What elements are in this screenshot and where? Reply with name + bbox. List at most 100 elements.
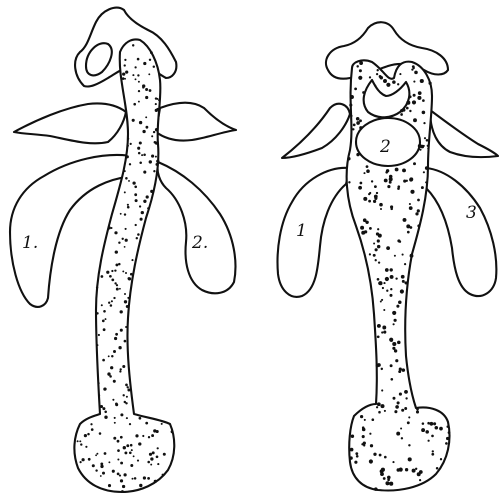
stipple-dot	[371, 180, 373, 182]
stipple-dot	[402, 368, 406, 372]
stipple-dot	[125, 272, 127, 274]
stipple-dot	[148, 73, 150, 75]
stipple-dot	[426, 139, 429, 142]
right-wing-right	[430, 110, 498, 157]
stipple-dot	[143, 171, 146, 174]
stipple-dot	[100, 465, 103, 468]
stipple-dot	[111, 270, 113, 272]
stipple-dot	[404, 407, 407, 410]
stipple-dot	[143, 154, 146, 157]
stipple-dot	[84, 434, 87, 437]
stipple-dot	[356, 153, 359, 156]
stipple-dot	[422, 111, 426, 115]
stipple-dot	[424, 137, 426, 139]
stipple-dot	[394, 349, 397, 352]
stipple-dot	[91, 428, 94, 431]
stipple-dot	[400, 289, 404, 293]
stipple-dot	[130, 143, 132, 145]
stipple-dot	[392, 461, 394, 463]
stipple-dot	[155, 109, 158, 112]
stipple-dot	[163, 453, 166, 456]
stipple-dot	[376, 232, 379, 235]
stipple-dot	[142, 130, 145, 133]
stipple-dot	[347, 157, 350, 160]
stipple-dot	[116, 288, 119, 291]
stipple-dot	[121, 490, 124, 493]
left-drawing: 1. 2.	[10, 8, 236, 493]
stipple-dot	[150, 464, 152, 466]
stipple-dot	[107, 372, 110, 375]
stipple-dot	[149, 59, 151, 61]
stipple-dot	[139, 484, 142, 487]
stipple-dot	[407, 231, 410, 234]
stipple-dot	[425, 166, 429, 170]
stipple-dot	[377, 228, 379, 230]
stipple-dot	[377, 335, 380, 338]
stipple-dot	[124, 293, 126, 295]
stipple-dot	[412, 469, 416, 473]
stipple-dot	[153, 131, 155, 133]
stipple-dot	[403, 180, 406, 183]
stipple-dot	[100, 405, 103, 408]
left-lobe-2	[157, 162, 235, 293]
stipple-dot	[387, 478, 390, 481]
stipple-dot	[122, 485, 125, 488]
stipple-dot	[150, 190, 153, 193]
stipple-dot	[102, 320, 105, 323]
stipple-dot	[361, 231, 365, 235]
stipple-dot	[378, 282, 381, 285]
stipple-dot	[423, 122, 425, 124]
stipple-dot	[352, 128, 354, 130]
stipple-dot	[92, 464, 95, 467]
stipple-dot	[413, 162, 416, 165]
stipple-dot	[423, 171, 425, 173]
stipple-dot	[137, 58, 140, 61]
stipple-dot	[403, 170, 405, 172]
stipple-dot	[394, 410, 397, 413]
stipple-dot	[381, 331, 383, 333]
stipple-dot	[380, 404, 384, 408]
stipple-dot	[359, 61, 363, 65]
stipple-dot	[108, 226, 111, 229]
stipple-dot	[111, 300, 113, 302]
stipple-dot	[120, 413, 123, 416]
stipple-dot	[445, 442, 448, 445]
stipple-dot	[408, 444, 410, 446]
stipple-dot	[137, 74, 139, 76]
stipple-dot	[400, 113, 403, 116]
stipple-dot	[385, 277, 389, 281]
stipple-dot	[401, 275, 405, 279]
stipple-dot	[105, 318, 107, 320]
stipple-dot	[416, 408, 419, 411]
stipple-dot	[393, 323, 395, 325]
stipple-dot	[149, 453, 152, 456]
stipple-dot	[390, 268, 393, 271]
stipple-dot	[150, 51, 153, 54]
stipple-dot	[378, 261, 380, 263]
stipple-dot	[171, 430, 174, 433]
stipple-dot	[130, 273, 133, 276]
stipple-dot	[370, 444, 373, 447]
stipple-dot	[98, 394, 100, 396]
stipple-dot	[145, 96, 148, 99]
stipple-dot	[155, 141, 158, 144]
stipple-dot	[414, 71, 418, 75]
stipple-dot	[124, 246, 126, 248]
stipple-dot	[376, 406, 378, 408]
stipple-dot	[124, 59, 126, 61]
stipple-dot	[95, 469, 97, 471]
stipple-dot	[377, 278, 380, 281]
stipple-dot	[377, 69, 379, 71]
stipple-dot	[146, 126, 149, 129]
stipple-dot	[149, 89, 152, 92]
stipple-dot	[378, 411, 381, 414]
left-wing-left	[14, 103, 126, 143]
stipple-dot	[149, 160, 152, 163]
stipple-dot	[430, 422, 434, 426]
stipple-dot	[436, 467, 439, 470]
stipple-dot	[145, 422, 148, 425]
stipple-dot	[137, 147, 140, 150]
stipple-dot	[80, 443, 82, 445]
stipple-dot	[155, 156, 157, 158]
stipple-dot	[363, 218, 367, 222]
